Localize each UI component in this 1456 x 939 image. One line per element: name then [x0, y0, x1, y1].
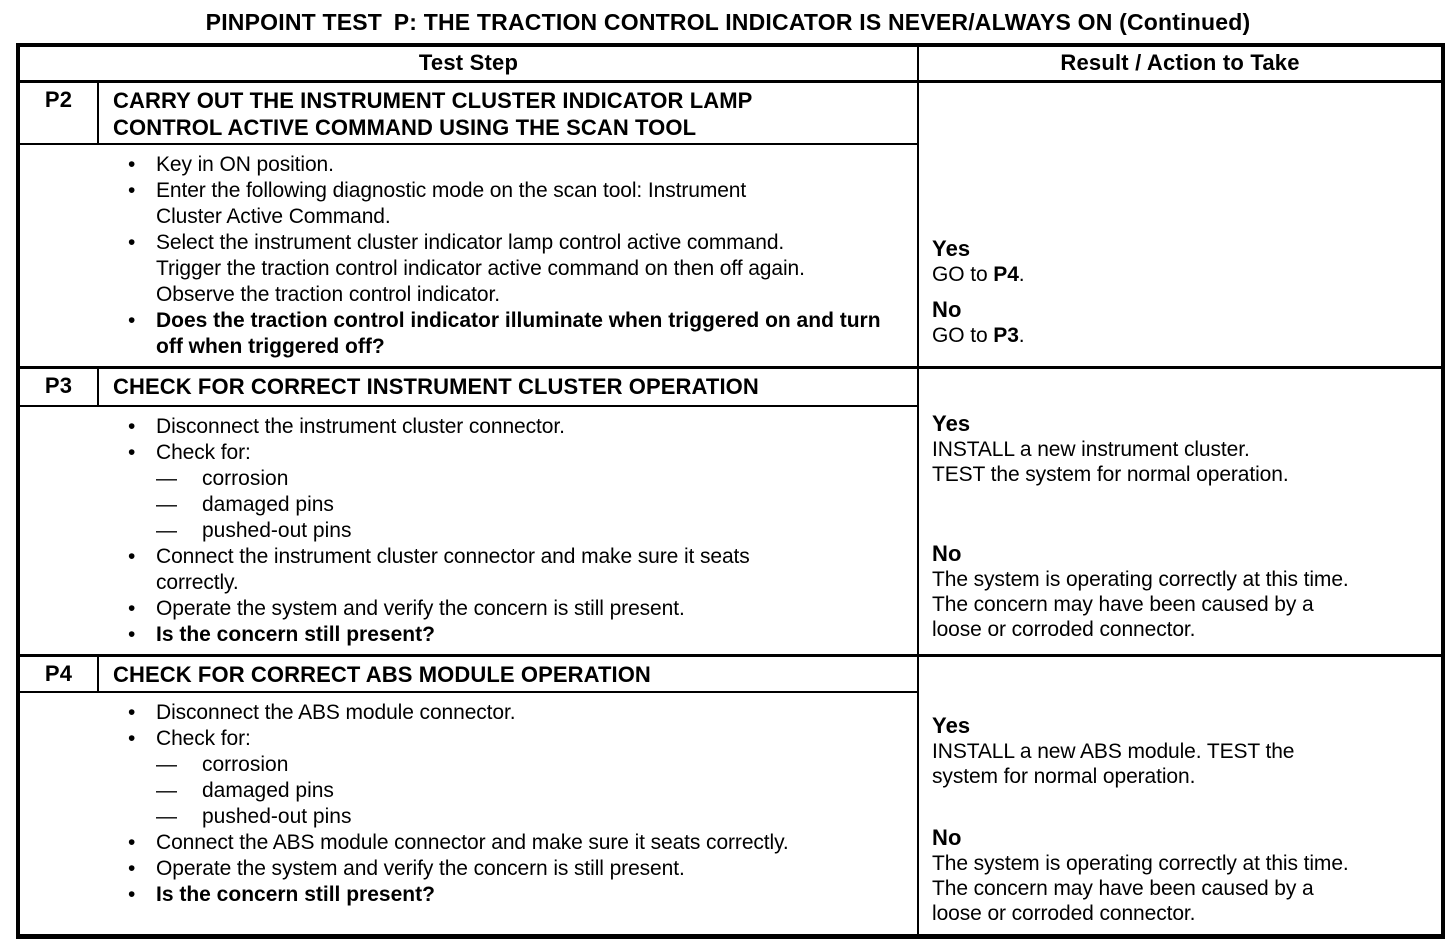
list-item: Connect the instrument cluster connector…	[20, 544, 911, 596]
p4-yes-label: Yes	[932, 712, 971, 738]
p4-test-step-details: Disconnect the ABS module connector. Che…	[16, 691, 920, 937]
p2-no-block: No GO to P3.	[932, 297, 1433, 348]
p3-result-cell: Yes INSTALL a new instrument cluster. TE…	[917, 366, 1445, 656]
p2-details-row: Key in ON position. Enter the following …	[16, 143, 1443, 369]
list-item: Check for:	[20, 440, 911, 466]
p4-yes-action: INSTALL a new ABS module. TEST the syste…	[932, 739, 1295, 788]
list-item-text: Operate the system and verify the concer…	[156, 596, 685, 620]
p4-step-title-text: CHECK FOR CORRECT ABS MODULE OPERATION	[113, 661, 651, 687]
p2-no-action-pre: GO to	[932, 324, 994, 347]
p4-question-item: Is the concern still present?	[20, 882, 911, 908]
p2-yes-action-pre: GO to	[932, 263, 994, 286]
check-sub-item: pushed-out pins	[20, 518, 911, 544]
p3-question-text: Is the concern still present?	[156, 622, 435, 646]
pinpoint-test-table: Test Step Result / Action to Take P2 CAR…	[16, 43, 1446, 939]
list-item: Key in ON position.	[20, 152, 911, 178]
p3-step-title: CHECK FOR CORRECT INSTRUMENT CLUSTER OPE…	[96, 366, 920, 407]
p3-no-block: No The system is operating correctly at …	[932, 541, 1433, 642]
check-sub-item: corrosion	[20, 752, 911, 778]
p2-result-content: Yes GO to P4. No GO to P3.	[932, 83, 1433, 348]
check-sub-item-text: corrosion	[202, 753, 289, 777]
p2-question-text: Does the traction control indicator illu…	[156, 309, 881, 358]
p2-step-title-text: CARRY OUT THE INSTRUMENT CLUSTER INDICAT…	[113, 88, 753, 140]
p2-yes-action-post: .	[1018, 263, 1025, 286]
list-item-text: Check for:	[156, 727, 251, 751]
list-item: Select the instrument cluster indicator …	[20, 230, 911, 308]
p4-no-action: The system is operating correctly at thi…	[932, 851, 1349, 925]
p3-step-label: P3	[17, 366, 99, 407]
p2-step-label: P2	[17, 80, 99, 145]
p3-title-row: P3 CHECK FOR CORRECT INSTRUMENT CLUSTER …	[17, 366, 1445, 656]
list-item: Disconnect the ABS module connector.	[20, 700, 911, 726]
list-item-text: Disconnect the instrument cluster connec…	[156, 414, 565, 438]
test-step-column-header: Test Step	[16, 44, 920, 83]
p4-step-title: CHECK FOR CORRECT ABS MODULE OPERATION	[96, 653, 920, 694]
p3-no-label: No	[932, 541, 962, 566]
list-item-text: Connect the ABS module connector and mak…	[156, 831, 789, 855]
p2-yes-action: GO to P4.	[932, 262, 1433, 287]
check-sub-item: damaged pins	[20, 492, 911, 518]
list-item-text: Check for:	[156, 440, 251, 464]
p4-question-text: Is the concern still present?	[156, 883, 435, 907]
p3-question-item: Is the concern still present?	[20, 622, 911, 648]
list-item-text: Enter the following diagnostic mode on t…	[156, 179, 747, 228]
p2-no-action-post: .	[1018, 324, 1025, 347]
check-sub-item: damaged pins	[20, 778, 911, 804]
p3-yes-action-line1: INSTALL a new instrument cluster.	[932, 438, 1250, 461]
p2-question-item: Does the traction control indicator illu…	[20, 308, 911, 360]
p4-result-content: Yes INSTALL a new ABS module. TEST the s…	[932, 657, 1433, 926]
p2-no-action: GO to P3.	[932, 323, 1433, 348]
check-sub-item-text: corrosion	[202, 466, 289, 490]
p4-step-label: P4	[17, 653, 99, 694]
p4-no-block: No The system is operating correctly at …	[932, 825, 1433, 926]
list-item: Operate the system and verify the concer…	[20, 856, 911, 882]
list-item-text: Select the instrument cluster indicator …	[156, 231, 805, 306]
list-item-text: Connect the instrument cluster connector…	[156, 544, 750, 594]
list-item: Operate the system and verify the concer…	[20, 596, 911, 622]
p4-no-label: No	[932, 824, 962, 850]
p3-no-action: The system is operating correctly at thi…	[932, 568, 1349, 641]
check-sub-item: corrosion	[20, 466, 911, 492]
check-sub-item-text: pushed-out pins	[202, 805, 352, 829]
p4-result-cell: Yes INSTALL a new ABS module. TEST the s…	[917, 653, 1445, 937]
p3-step-title-text: CHECK FOR CORRECT INSTRUMENT CLUSTER OPE…	[113, 374, 759, 399]
p2-step-title: CARRY OUT THE INSTRUMENT CLUSTER INDICAT…	[96, 80, 920, 145]
p3-details-row: Disconnect the instrument cluster connec…	[16, 404, 1443, 656]
p3-yes-action-line2: TEST the system for normal operation.	[932, 463, 1289, 486]
list-item: Check for:	[20, 726, 911, 752]
table-header-row: Test Step Result / Action to Take	[16, 44, 1445, 83]
p2-yes-label: Yes	[932, 236, 971, 261]
list-item: Connect the ABS module connector and mak…	[20, 830, 911, 856]
list-item-text: Key in ON position.	[156, 153, 334, 176]
p3-yes-label: Yes	[932, 411, 971, 436]
result-column-header: Result / Action to Take	[917, 44, 1445, 83]
list-item: Enter the following diagnostic mode on t…	[20, 178, 911, 230]
p2-no-action-target: P3	[993, 324, 1019, 347]
p2-test-step-details: Key in ON position. Enter the following …	[16, 143, 920, 369]
check-sub-item-text: pushed-out pins	[202, 518, 352, 542]
p2-yes-action-target: P4	[993, 263, 1019, 286]
list-item-text: Operate the system and verify the concer…	[156, 857, 685, 881]
list-item: Disconnect the instrument cluster connec…	[20, 414, 911, 440]
list-item-text: Disconnect the ABS module connector.	[156, 701, 516, 725]
page-title: PINPOINT TEST P: THE TRACTION CONTROL IN…	[205, 9, 1251, 35]
check-sub-item-text: damaged pins	[202, 492, 334, 516]
p2-title-row: P2 CARRY OUT THE INSTRUMENT CLUSTER INDI…	[17, 80, 1445, 369]
p3-test-step-details: Disconnect the instrument cluster connec…	[16, 404, 920, 656]
p4-title-row: P4 CHECK FOR CORRECT ABS MODULE OPERATIO…	[17, 653, 1445, 937]
p2-no-label: No	[932, 297, 962, 322]
p3-result-content: Yes INSTALL a new instrument cluster. TE…	[932, 369, 1433, 642]
check-sub-item: pushed-out pins	[20, 804, 911, 830]
p2-result-cell: Yes GO to P4. No GO to P3.	[917, 80, 1445, 369]
check-sub-item-text: damaged pins	[202, 779, 334, 803]
